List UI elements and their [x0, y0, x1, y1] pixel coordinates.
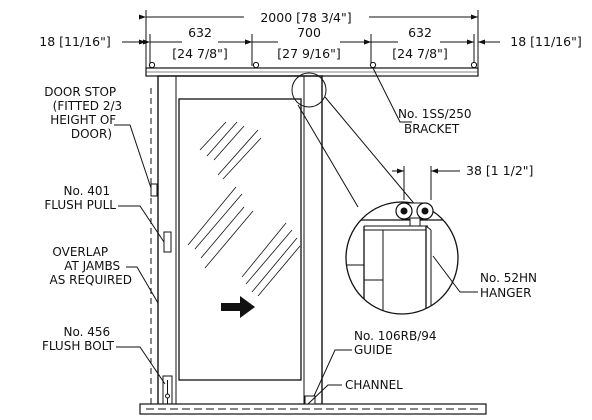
- seg2-in: [27 9/16"]: [277, 46, 340, 61]
- guide-label: No. 106RB/94 GUIDE: [354, 329, 440, 357]
- seg1-in: [24 7/8"]: [172, 46, 228, 61]
- right-offset-dimension: 18 [11/16"]: [510, 34, 581, 49]
- flush-bolt: [162, 375, 173, 407]
- seg2-mm: 700: [297, 25, 321, 40]
- glass-hatching: [187, 121, 301, 297]
- seg1-mm: 632: [188, 25, 212, 40]
- channel-label: CHANNEL: [345, 378, 403, 392]
- hanger-width-text: 38 [1 1/2"]: [466, 163, 533, 178]
- hanger-label: No. 52HN HANGER: [480, 271, 541, 300]
- detail-leader-left: [297, 104, 359, 208]
- flush-pull-label: No. 401 FLUSH PULL: [44, 184, 116, 212]
- door-stop-label: DOOR STOP (FITTED 2/3 HEIGHT OF DOOR): [44, 85, 126, 141]
- door-stop-block: [150, 183, 158, 197]
- overlap-label: OVERLAP AT JAMBS AS REQUIRED: [50, 245, 133, 287]
- slide-direction-arrow: [221, 296, 255, 318]
- guide: [304, 395, 316, 405]
- leader-lines: [114, 67, 478, 405]
- overall-dimension: 2000 [78 3/4"]: [260, 10, 351, 25]
- track-rail: [145, 67, 479, 77]
- seg3-in: [24 7/8"]: [392, 46, 448, 61]
- door-frame: [157, 75, 323, 411]
- bracket-bolts: [148, 61, 478, 69]
- bracket-label: No. 1SS/250 BRACKET: [398, 107, 475, 136]
- hanger-rollers: [395, 202, 434, 227]
- left-offset-dimension: 18 [11/16"]: [39, 34, 110, 49]
- channel: [139, 403, 487, 415]
- detail-callout-circle: [291, 72, 327, 108]
- flush-pull: [163, 231, 172, 253]
- seg3-mm: 632: [408, 25, 432, 40]
- flush-bolt-label: No. 456 FLUSH BOLT: [42, 325, 115, 353]
- hanger-width-dimension: [392, 166, 460, 200]
